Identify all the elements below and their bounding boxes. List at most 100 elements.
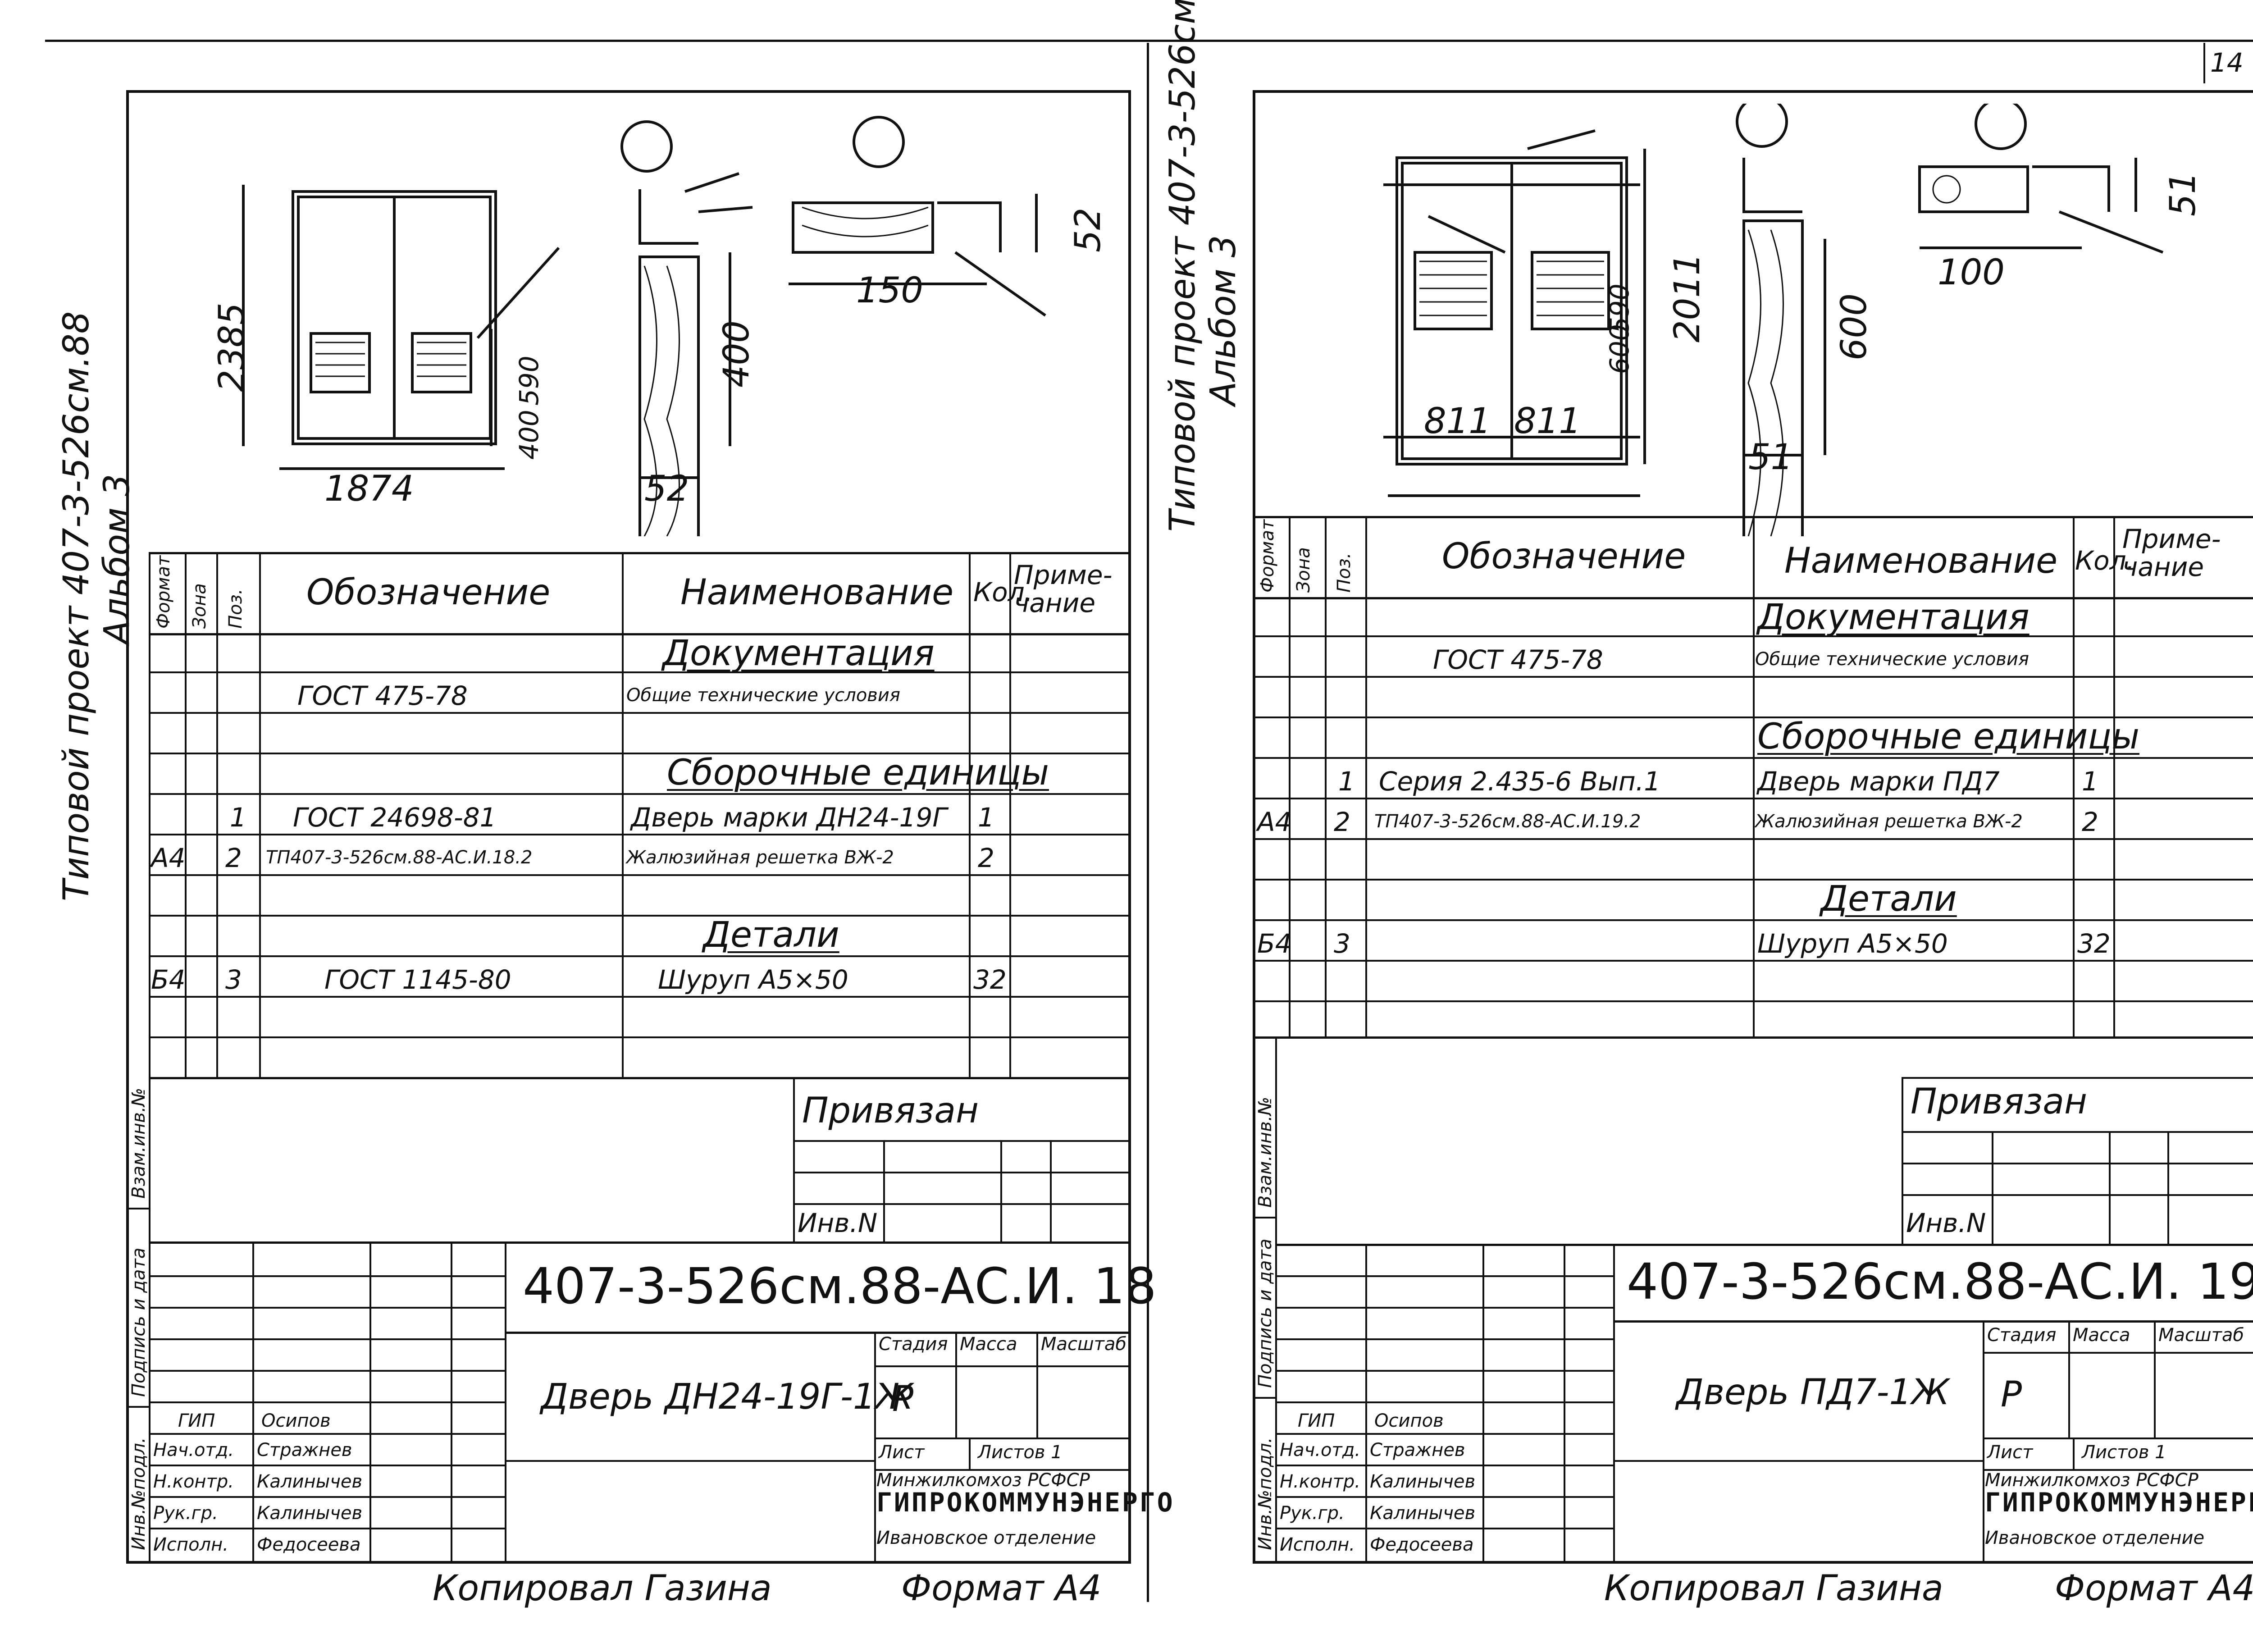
row4-fmt-left: Б4 — [151, 964, 186, 995]
dim-detail-b-right: 100 — [1938, 252, 2005, 293]
mass-label-right: Масса — [2073, 1325, 2130, 1346]
section-assy-right: Сборочные единицы — [1757, 716, 2139, 757]
hdr-note-right: Приме- чание — [2122, 524, 2221, 582]
copied-by-right: Копировал Газина — [1604, 1568, 1943, 1609]
section-details-right: Детали — [1820, 879, 1957, 919]
copied-by-left: Копировал Газина — [433, 1568, 772, 1609]
row4-qty-left: 32 — [973, 964, 1007, 995]
scale-label-right: Масштаб — [2158, 1325, 2244, 1346]
row4-desig-left: ГОСТ 1145-80 — [324, 964, 511, 995]
row3-name-left: Жалюзийная решетка ВЖ-2 — [626, 847, 894, 868]
org-line1-left: Минжилкомхоз РСФСР — [876, 1470, 1090, 1491]
staff-name-0-left: Осипов — [261, 1410, 331, 1431]
stage-label-left: Стадия — [879, 1334, 948, 1355]
section-docs-right: Документация — [1757, 597, 2030, 638]
dim-detail-a-left: 400 — [716, 320, 757, 388]
hdr-name-right: Наименование — [1784, 541, 2058, 581]
inv-n-right: Инв.N — [1906, 1208, 1986, 1238]
dim-detail-b-h-left: 52 — [1068, 207, 1108, 252]
row3-qty-right: 2 — [2082, 807, 2098, 837]
project-label-right: Типовой проект 407-3-526см.88 — [1163, 0, 1203, 532]
staff-name-0-right: Осипов — [1374, 1410, 1444, 1431]
row3-pos-right: 2 — [1334, 807, 1350, 837]
staff-name-1-right: Стражнев — [1370, 1440, 1465, 1460]
dim-leaf-r-right: 811 — [1514, 401, 1581, 442]
staff-name-2-left: Калинычев — [257, 1471, 363, 1492]
album-label-right: Альбом 3 — [1203, 235, 1244, 406]
page-number-box — [2203, 43, 2205, 83]
doc-code-right: 407-3-526см.88-АС.И. 19 — [1627, 1253, 2253, 1310]
dim-height-left: 2385 — [212, 302, 252, 392]
section-docs-left: Документация — [662, 633, 935, 674]
stage-label-right: Стадия — [1987, 1325, 2057, 1346]
staff-name-3-left: Калинычев — [257, 1503, 363, 1524]
staff-role-3-right: Рук.гр. — [1280, 1503, 1345, 1524]
row2-qty-right: 1 — [2082, 766, 2098, 797]
row3-desig-left: ТП407-3-526см.88-АС.И.18.2 — [266, 847, 533, 868]
margin-sign-left: Подпись и дата — [128, 1247, 149, 1397]
dim-height-right: 2011 — [1667, 253, 1708, 342]
staff-role-3-left: Рук.гр. — [153, 1503, 218, 1524]
dim-leaf-l-right: 811 — [1424, 401, 1491, 442]
album-label-left: Альбом 3 — [97, 474, 137, 644]
mass-label-left: Масса — [960, 1334, 1017, 1355]
format-left: Формат А4 — [901, 1568, 1102, 1609]
inv-n-left: Инв.N — [798, 1208, 878, 1238]
sheet-left-frame — [126, 90, 1131, 1564]
row3-pos-left: 2 — [225, 843, 242, 873]
dim-vent-off-right: 600 — [1604, 324, 1635, 374]
row3-qty-left: 2 — [978, 843, 994, 873]
staff-name-4-right: Федосеева — [1370, 1534, 1474, 1555]
privyazan-left: Привязан — [802, 1091, 979, 1131]
sheets-label-right: Листов 1 — [2082, 1442, 2166, 1463]
project-label-left: Типовой проект 407-3-526см.88 — [56, 311, 97, 901]
org-line3-left: Ивановское отделение — [876, 1528, 1096, 1548]
margin-vzam-right: Взам.инв.№ — [1255, 1096, 1276, 1208]
margin-inv-right: Инв.№подл. — [1255, 1437, 1276, 1550]
hdr-zone-left: Зона — [189, 583, 210, 629]
dim-detail-a-right: 600 — [1834, 293, 1874, 361]
hdr-zone-right: Зона — [1293, 547, 1314, 593]
row3-desig-right: ТП407-3-526см.88-АС.И.19.2 — [1374, 811, 1641, 832]
staff-name-2-right: Калинычев — [1370, 1471, 1476, 1492]
hdr-format-right: Формат — [1257, 519, 1278, 593]
staff-role-4-left: Исполн. — [153, 1534, 228, 1555]
staff-role-2-left: Н.контр. — [153, 1471, 234, 1492]
sheet-right-frame — [1253, 90, 2253, 1564]
section-assy-left: Сборочные единицы — [667, 753, 1049, 793]
row2-name-right: Дверь марки ПД7 — [1757, 766, 2000, 797]
doc-title-left: Дверь ДН24-19Г-1Ж — [541, 1377, 913, 1417]
top-edge-line — [45, 40, 2253, 42]
section-details-left: Детали — [703, 915, 839, 955]
hdr-designation-left: Обозначение — [306, 572, 551, 613]
staff-role-1-right: Нач.отд. — [1280, 1440, 1361, 1460]
hdr-qty-right: Кол. — [2075, 545, 2135, 576]
center-divider — [1147, 43, 1149, 1602]
row1-desig-left: ГОСТ 475-78 — [297, 680, 468, 711]
dim-detail-a-w-right: 51 — [1748, 437, 1793, 478]
row2-desig-left: ГОСТ 24698-81 — [293, 802, 497, 833]
dim-detail-b-h-right: 51 — [2163, 171, 2203, 216]
page-number: 14 — [2210, 47, 2244, 78]
staff-role-0-right: ГИП — [1298, 1410, 1335, 1431]
staff-name-3-right: Калинычев — [1370, 1503, 1476, 1524]
stage-value-right: Р — [2001, 1374, 2022, 1415]
margin-inv-left: Инв.№подл. — [128, 1437, 149, 1550]
doc-code-left: 407-3-526см.88-АС.И. 18 — [523, 1257, 1157, 1315]
privyazan-right: Привязан — [1911, 1082, 2088, 1122]
row4-name-left: Шуруп А5×50 — [658, 964, 848, 995]
row4-fmt-right: Б4 — [1257, 928, 1292, 959]
org-line3-right: Ивановское отделение — [1985, 1528, 2205, 1548]
hdr-name-left: Наименование — [680, 572, 954, 613]
row4-name-right: Шуруп А5×50 — [1757, 928, 1948, 959]
staff-role-2-right: Н.контр. — [1280, 1471, 1360, 1492]
stage-value-left: Р — [892, 1379, 914, 1419]
row2-qty-left: 1 — [978, 802, 994, 833]
staff-name-4-left: Федосеева — [257, 1534, 361, 1555]
row4-qty-right: 32 — [2077, 928, 2111, 959]
staff-role-1-left: Нач.отд. — [153, 1440, 234, 1460]
margin-sign-right: Подпись и дата — [1255, 1238, 1276, 1388]
dim-vent-off-left: 400 — [514, 410, 544, 460]
dim-vent-h-left: 590 — [514, 356, 544, 406]
